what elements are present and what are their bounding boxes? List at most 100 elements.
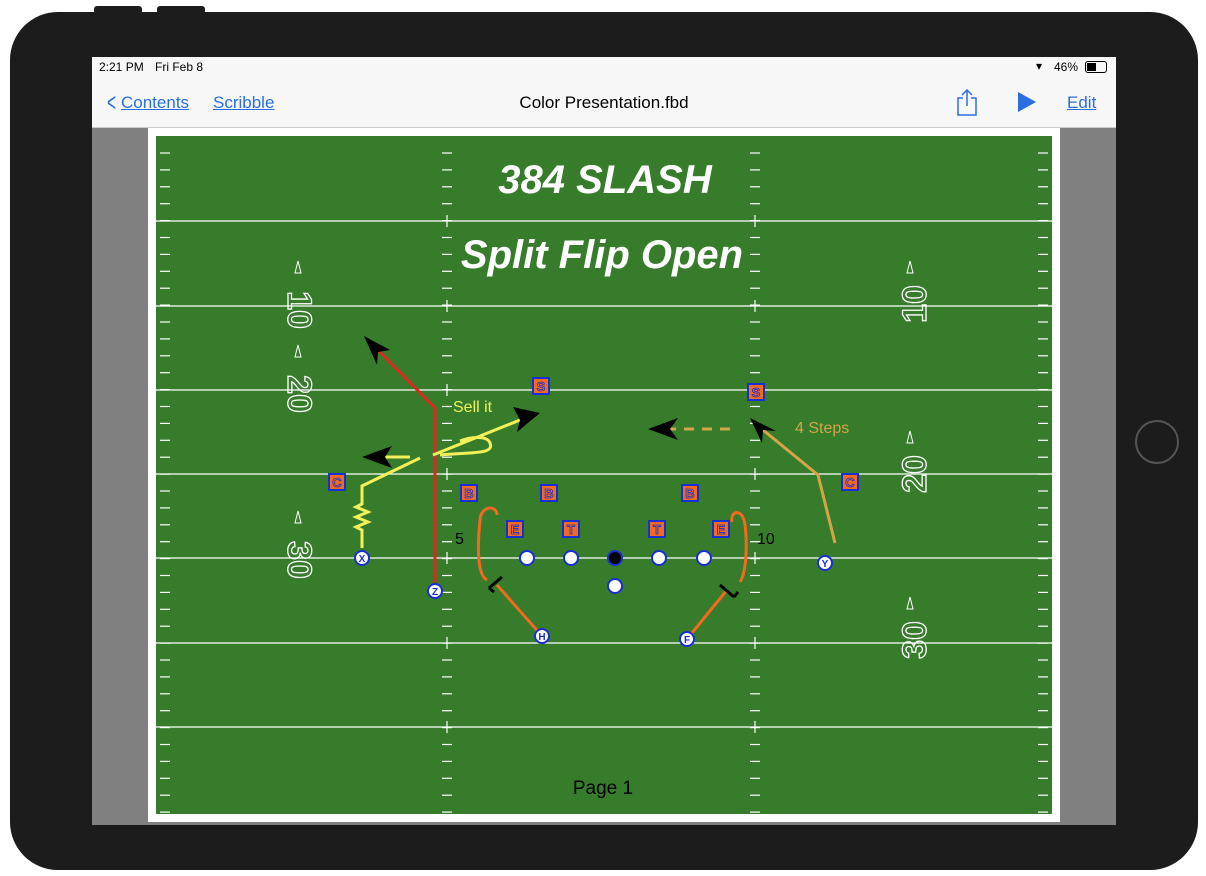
defender-marker [562, 520, 580, 538]
lineman-marker [519, 550, 535, 566]
player-z: Z [427, 583, 443, 599]
arrowheads [362, 336, 776, 468]
field-number: 10 [280, 291, 318, 329]
defender-label: T [653, 522, 661, 537]
player-f: F [679, 631, 695, 647]
defender-label: E [511, 522, 520, 537]
player-label: Y [822, 559, 829, 570]
nav-bar: < Contents Scribble Color Presentation.f… [92, 78, 1116, 128]
field-number: 30 [896, 621, 934, 659]
lineman-marker [563, 550, 579, 566]
share-icon[interactable] [956, 88, 978, 116]
formation-name: Split Flip Open [461, 233, 743, 277]
y-route [762, 428, 837, 544]
defender-marker [532, 377, 550, 395]
play-icon[interactable] [1018, 92, 1036, 112]
four-steps-label: 4 Steps [795, 420, 849, 437]
defender-marker [460, 484, 478, 502]
field-number: 20 [280, 375, 318, 413]
player-label: F [684, 635, 690, 646]
defender-label: C [332, 475, 342, 490]
defender-label: B [544, 486, 553, 501]
volume-button [94, 6, 142, 14]
sell-route [432, 418, 521, 457]
player-h: H [534, 628, 550, 644]
sell-it-label: Sell it [453, 399, 493, 416]
direction-arrow-icon [906, 596, 914, 610]
f-block-route [685, 511, 748, 640]
defender-t: T [648, 520, 666, 538]
document-title: Color Presentation.fbd [519, 93, 689, 112]
direction-arrow-icon [906, 260, 914, 274]
player-label: Z [432, 587, 438, 598]
defender-e: E [506, 520, 524, 538]
defender-b: B [460, 484, 478, 502]
player-x: X [354, 550, 370, 566]
edit-button[interactable]: Edit [1067, 93, 1097, 112]
field-number: 10 [896, 285, 934, 323]
defender-label: S [752, 385, 761, 400]
scribble-button[interactable]: Scribble [213, 93, 275, 112]
home-button[interactable] [1135, 420, 1179, 464]
yard-marker-5: 5 [455, 531, 464, 548]
defender-s: S [747, 383, 765, 401]
defender-marker [712, 520, 730, 538]
defender-label: C [845, 475, 855, 490]
defender-marker [540, 484, 558, 502]
lineman-marker [607, 578, 623, 594]
center-marker [607, 550, 623, 566]
status-bar: 2:21 PM Fri Feb 8 ▾ 46% [92, 57, 1116, 78]
back-chevron-icon[interactable]: < [107, 87, 117, 117]
lineman-marker [651, 550, 667, 566]
defender-c: C [328, 473, 346, 491]
player-label: X [359, 554, 366, 565]
direction-arrow-icon [294, 344, 302, 358]
defender-marker [328, 473, 346, 491]
play-title: 384 SLASH [498, 158, 713, 202]
arrow-icon [750, 418, 776, 443]
offense: X Z H F Y [354, 550, 833, 647]
volume-button [157, 6, 205, 14]
direction-arrow-icon [294, 260, 302, 274]
defender-marker [648, 520, 666, 538]
defender-marker [681, 484, 699, 502]
defender-marker [747, 383, 765, 401]
player-marker [354, 550, 370, 566]
defender-t: T [562, 520, 580, 538]
back-button[interactable]: Contents [121, 93, 190, 112]
status-time: 2:21 PM [99, 60, 144, 74]
block-marks [488, 575, 740, 599]
defender-label: S [537, 379, 546, 394]
defender-e: E [712, 520, 730, 538]
defender-label: B [685, 486, 694, 501]
lineman-marker [696, 550, 712, 566]
x-route [352, 456, 421, 548]
direction-arrow-icon [294, 510, 302, 524]
player-marker [817, 555, 833, 571]
arrow-icon [648, 418, 678, 440]
status-date: Fri Feb 8 [155, 60, 204, 74]
field [156, 136, 1052, 814]
h-block-route [476, 506, 544, 637]
defender-label: E [717, 522, 726, 537]
player-marker [534, 628, 550, 644]
defender-b: B [681, 484, 699, 502]
defense: S S C C B B B E T T E [328, 377, 859, 538]
yard-marker-10: 10 [757, 531, 775, 548]
defender-b: B [540, 484, 558, 502]
defender-label: B [464, 486, 473, 501]
direction-arrow-icon [906, 430, 914, 444]
player-marker [427, 583, 443, 599]
defender-marker [841, 473, 859, 491]
battery-icon [1085, 61, 1107, 73]
player-marker [679, 631, 695, 647]
routes [352, 344, 837, 640]
defender-c: C [841, 473, 859, 491]
arrow-icon [362, 446, 392, 468]
field-number: 30 [280, 541, 318, 579]
hash-marks [160, 152, 1048, 813]
defender-label: T [567, 522, 575, 537]
wifi-icon: ▾ [1036, 59, 1043, 73]
